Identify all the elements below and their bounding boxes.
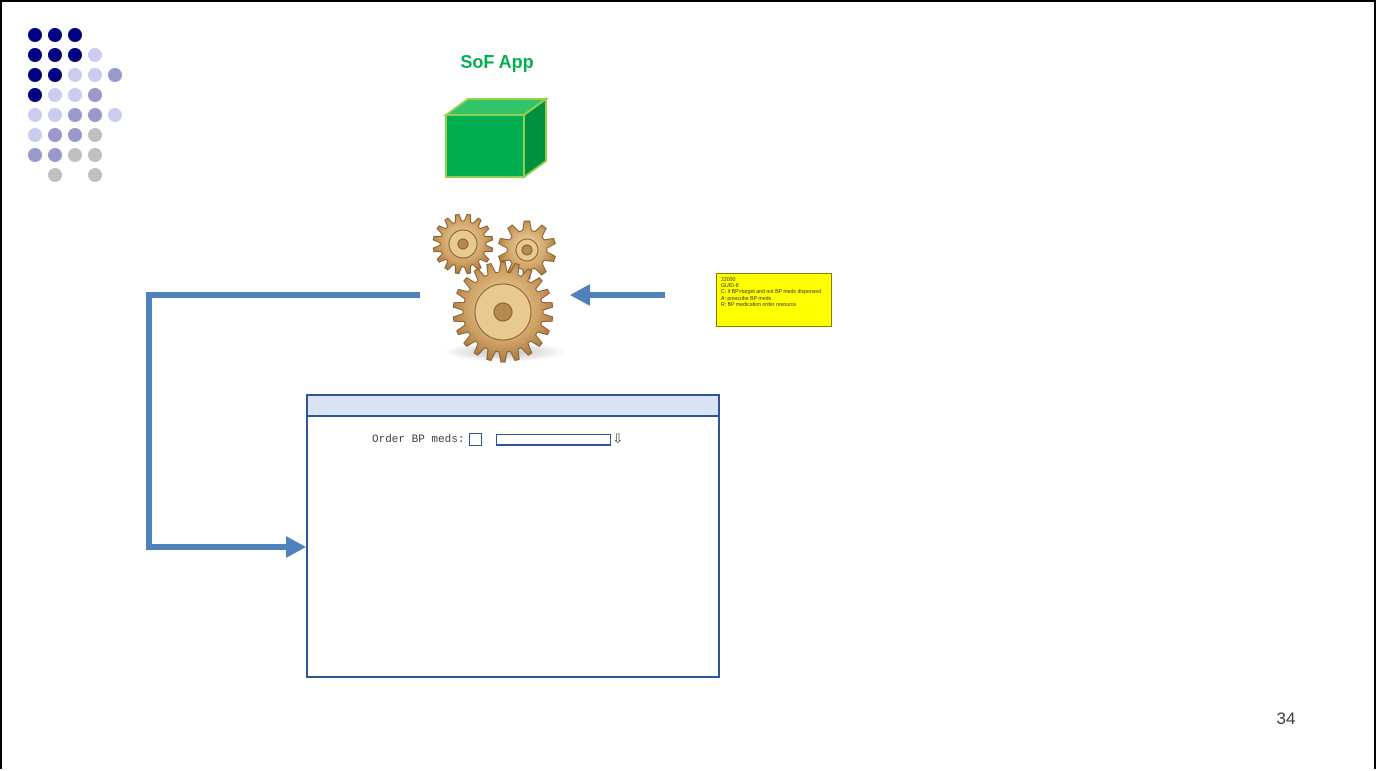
decorative-dot: [88, 168, 102, 182]
decorative-dot: [28, 48, 42, 62]
down-arrow-icon[interactable]: ⇩: [612, 432, 624, 447]
arrowhead-into-gears: [570, 284, 590, 306]
gear-small-right: [498, 220, 556, 280]
decorative-dot: [48, 148, 62, 162]
window-titlebar: [308, 396, 718, 417]
note-line-resource: R: BP medication order resource: [721, 301, 797, 308]
decorative-dot: [28, 108, 42, 122]
note-line-action: A: prescribe BP meds: [721, 295, 772, 302]
note-line-id: 22000: [721, 277, 736, 283]
arrowhead-into-form: [286, 536, 306, 558]
decorative-dot: [88, 148, 102, 162]
medication-select[interactable]: [496, 433, 612, 446]
decorative-dot: [88, 48, 102, 62]
gear-large: [452, 261, 554, 363]
gear-small-left: [432, 213, 494, 275]
order-bp-meds-checkbox[interactable]: [469, 433, 483, 446]
decorative-dot: [28, 88, 42, 102]
cube-front-face: [445, 114, 525, 178]
decorative-dot: [48, 68, 62, 82]
decorative-dot: [48, 108, 62, 122]
decorative-dot: [88, 128, 102, 142]
cube-icon: [442, 97, 550, 179]
decorative-dot: [108, 108, 122, 122]
decorative-dot: [68, 148, 82, 162]
rule-note: 22000 GUID-8 C: if BP>target and not BP …: [716, 273, 832, 327]
decorative-dot: [28, 148, 42, 162]
gears-icon: [432, 213, 567, 363]
gear-axle: [457, 238, 469, 250]
decorative-dot: [88, 88, 102, 102]
decorative-dot: [68, 28, 82, 42]
decorative-dot: [48, 28, 62, 42]
order-form-window: Order BP meds: ⇩: [306, 394, 720, 678]
note-line-guid: GUID-8: [721, 283, 739, 290]
note-line-condition: C: if BP>target and not BP meds dispense…: [721, 289, 822, 296]
page-number: 34: [1276, 709, 1296, 728]
slide-title: SoF App: [460, 52, 534, 72]
decorative-dot: [68, 128, 82, 142]
order-bp-meds-label: Order BP meds:: [372, 433, 465, 446]
gear-axle: [493, 302, 513, 322]
decorative-dot: [68, 88, 82, 102]
decorative-dot: [48, 168, 62, 182]
decorative-dot: [48, 128, 62, 142]
decorative-dot: [48, 88, 62, 102]
decorative-dot: [68, 108, 82, 122]
decorative-dot: [68, 68, 82, 82]
order-bp-meds-row: Order BP meds: ⇩: [372, 433, 623, 446]
decorative-dot: [88, 108, 102, 122]
decorative-dot: [48, 48, 62, 62]
decorative-dot: [28, 28, 42, 42]
decorative-dot: [28, 68, 42, 82]
decorative-dot: [108, 68, 122, 82]
decorative-dot: [28, 128, 42, 142]
decorative-dot: [68, 48, 82, 62]
decorative-dot: [88, 68, 102, 82]
gear-axle: [521, 244, 533, 256]
arrow-connector-gears-to-form: [146, 292, 420, 550]
